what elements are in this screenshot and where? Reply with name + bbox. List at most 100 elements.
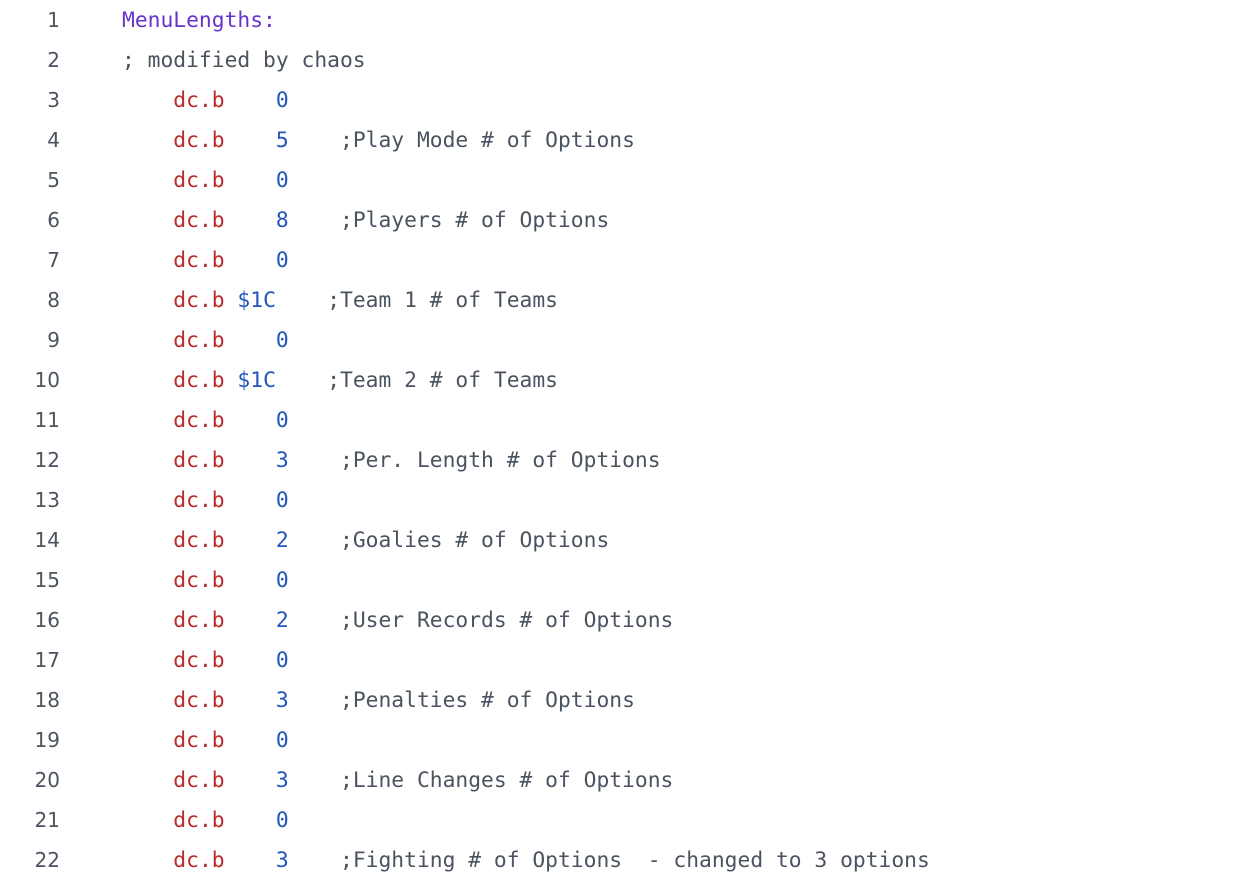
code-line-text[interactable]: MenuLengths: — [60, 1, 276, 41]
code-pad — [289, 528, 340, 553]
code-operand: 0 — [250, 408, 289, 433]
line-number: 19 — [34, 728, 60, 752]
code-line[interactable]: 22 dc.b 3 ;Fighting # of Options - chang… — [0, 840, 1234, 880]
code-comment: ;Fighting # of Options - changed to 3 op… — [340, 848, 930, 873]
code-gap — [225, 688, 251, 713]
code-operand: 0 — [250, 568, 289, 593]
code-operand: 3 — [250, 448, 289, 473]
code-line-text[interactable]: dc.b 0 — [60, 241, 288, 281]
code-line-text[interactable]: dc.b 3 ;Line Changes # of Options — [60, 761, 673, 801]
code-line[interactable]: 4 dc.b 5 ;Play Mode # of Options — [0, 120, 1234, 160]
code-line-text[interactable]: dc.b 0 — [60, 801, 288, 841]
code-line-text[interactable]: dc.b 5 ;Play Mode # of Options — [60, 121, 635, 161]
code-indent — [122, 328, 173, 353]
code-indent — [122, 208, 173, 233]
code-line[interactable]: 17 dc.b 0 — [0, 640, 1234, 680]
line-number: 17 — [34, 648, 60, 672]
code-mnemonic: dc.b — [173, 648, 225, 673]
code-mnemonic: dc.b — [173, 88, 225, 113]
code-indent — [122, 488, 173, 513]
code-operand: 0 — [250, 88, 289, 113]
code-indent — [122, 808, 173, 833]
code-line[interactable]: 3 dc.b 0 — [0, 80, 1234, 120]
code-comment: ; modified by chaos — [122, 48, 366, 73]
line-number: 6 — [47, 208, 60, 232]
code-line[interactable]: 21 dc.b 0 — [0, 800, 1234, 840]
code-comment: ;Penalties # of Options — [340, 688, 635, 713]
code-line-text[interactable]: dc.b 0 — [60, 161, 288, 201]
code-line-text[interactable]: dc.b 0 — [60, 641, 289, 681]
line-number: 15 — [34, 568, 60, 592]
code-line-text[interactable]: dc.b 3 ;Per. Length # of Options — [60, 441, 661, 481]
code-line-text[interactable]: dc.b 0 — [60, 81, 289, 121]
code-gap — [225, 608, 251, 633]
code-line-text[interactable]: dc.b 0 — [60, 721, 288, 761]
code-line-text[interactable]: dc.b 3 ;Fighting # of Options - changed … — [60, 841, 930, 881]
code-line-text[interactable]: dc.b $1C ;Team 2 # of Teams — [60, 361, 558, 401]
code-indent — [122, 248, 173, 273]
line-number: 4 — [47, 128, 60, 152]
code-line[interactable]: 6 dc.b 8 ;Players # of Options — [0, 200, 1234, 240]
code-line-text[interactable]: dc.b 0 — [60, 481, 288, 521]
code-line[interactable]: 14 dc.b 2 ;Goalies # of Options — [0, 520, 1234, 560]
code-pad — [289, 448, 340, 473]
code-comment: ;Team 1 # of Teams — [327, 288, 558, 313]
code-operand: 0 — [250, 328, 289, 353]
code-comment: ;Team 2 # of Teams — [327, 368, 558, 393]
code-line[interactable]: 2; modified by chaos — [0, 40, 1234, 80]
line-number: 20 — [34, 768, 60, 792]
code-line[interactable]: 12 dc.b 3 ;Per. Length # of Options — [0, 440, 1234, 480]
code-mnemonic: dc.b — [173, 688, 225, 713]
code-gap — [225, 288, 238, 313]
code-line-text[interactable]: dc.b $1C ;Team 1 # of Teams — [60, 281, 558, 321]
code-line-text[interactable]: dc.b 3 ;Penalties # of Options — [60, 681, 635, 721]
code-operand: 8 — [250, 208, 289, 233]
code-line[interactable]: 16 dc.b 2 ;User Records # of Options — [0, 600, 1234, 640]
code-line-text[interactable]: dc.b 8 ;Players # of Options — [60, 201, 609, 241]
code-line-text[interactable]: ; modified by chaos — [60, 41, 366, 81]
code-line[interactable]: 5 dc.b 0 — [0, 160, 1234, 200]
code-indent — [122, 448, 173, 473]
code-line-text[interactable]: dc.b 2 ;User Records # of Options — [60, 601, 673, 641]
line-number: 12 — [34, 448, 60, 472]
code-operand: 3 — [250, 688, 289, 713]
code-gap — [225, 848, 251, 873]
code-line[interactable]: 15 dc.b 0 — [0, 560, 1234, 600]
code-indent — [122, 168, 173, 193]
code-operand: 0 — [250, 648, 289, 673]
code-line[interactable]: 8 dc.b $1C ;Team 1 # of Teams — [0, 280, 1234, 320]
code-indent — [122, 408, 173, 433]
line-number: 18 — [34, 688, 60, 712]
code-gap — [225, 208, 251, 233]
code-line[interactable]: 9 dc.b 0 — [0, 320, 1234, 360]
code-line[interactable]: 20 dc.b 3 ;Line Changes # of Options — [0, 760, 1234, 800]
code-line[interactable]: 10 dc.b $1C ;Team 2 # of Teams — [0, 360, 1234, 400]
code-line[interactable]: 7 dc.b 0 — [0, 240, 1234, 280]
code-line[interactable]: 19 dc.b 0 — [0, 720, 1234, 760]
code-comment: ;Per. Length # of Options — [340, 448, 661, 473]
code-comment: ;Players # of Options — [340, 208, 610, 233]
code-mnemonic: dc.b — [173, 848, 225, 873]
code-gap — [225, 408, 251, 433]
line-number: 21 — [34, 808, 60, 832]
code-gap — [225, 528, 251, 553]
code-line[interactable]: 11 dc.b 0 — [0, 400, 1234, 440]
code-pad — [289, 848, 340, 873]
code-indent — [122, 768, 173, 793]
code-line-text[interactable]: dc.b 2 ;Goalies # of Options — [60, 521, 609, 561]
code-operand: 2 — [250, 608, 289, 633]
code-line-text[interactable]: dc.b 0 — [60, 321, 289, 361]
code-comment: ;Goalies # of Options — [340, 528, 610, 553]
code-line[interactable]: 18 dc.b 3 ;Penalties # of Options — [0, 680, 1234, 720]
code-gap — [225, 488, 251, 513]
code-mnemonic: dc.b — [173, 248, 225, 273]
code-line[interactable]: 13 dc.b 0 — [0, 480, 1234, 520]
code-pad — [289, 608, 340, 633]
code-line-text[interactable]: dc.b 0 — [60, 561, 289, 601]
code-pad — [276, 288, 327, 313]
code-indent — [122, 528, 173, 553]
code-line-text[interactable]: dc.b 0 — [60, 401, 289, 441]
code-label: MenuLengths: — [122, 8, 276, 33]
